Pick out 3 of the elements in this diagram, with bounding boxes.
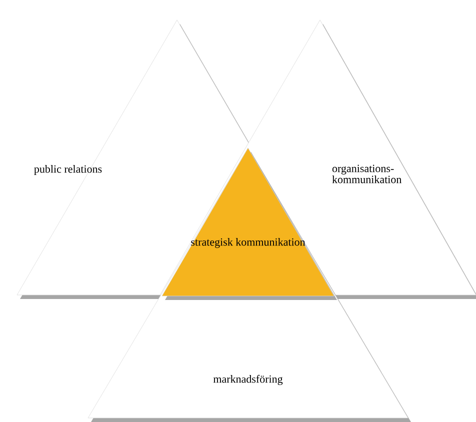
triangle-label: public relations (34, 165, 102, 175)
triangle-label: marknadsföring (213, 374, 283, 386)
triangle-label: organisations- kommunikation (332, 164, 402, 184)
